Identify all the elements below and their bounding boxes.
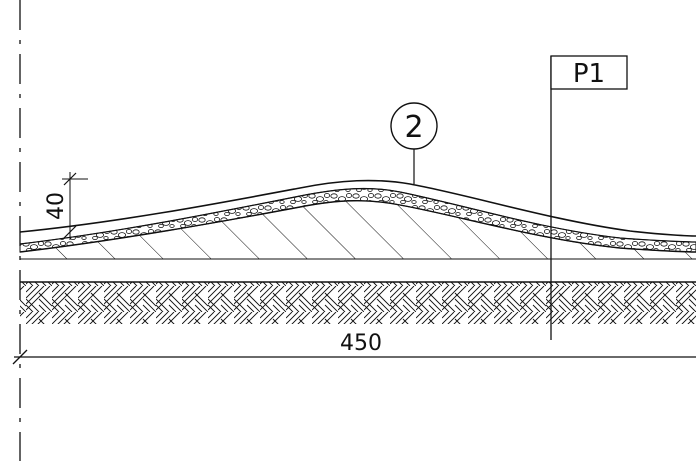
surface-layer-inner-line	[19, 187, 696, 245]
p1-label: P1	[573, 59, 605, 89]
dim-450-tick-left	[12, 349, 28, 365]
dim-40-tick-bottom	[63, 225, 77, 239]
callout-2-circle	[390, 102, 438, 150]
p1-label-box	[550, 55, 628, 90]
callout-2-number: 2	[404, 110, 423, 145]
dim-40-tick-top	[63, 172, 77, 186]
dim-40-text: 40	[44, 192, 69, 220]
dim-450-text: 450	[340, 331, 382, 356]
surface-layer-top-line	[19, 179, 696, 237]
base-layer-hatch	[20, 282, 696, 324]
soil-mound	[20, 200, 696, 259]
